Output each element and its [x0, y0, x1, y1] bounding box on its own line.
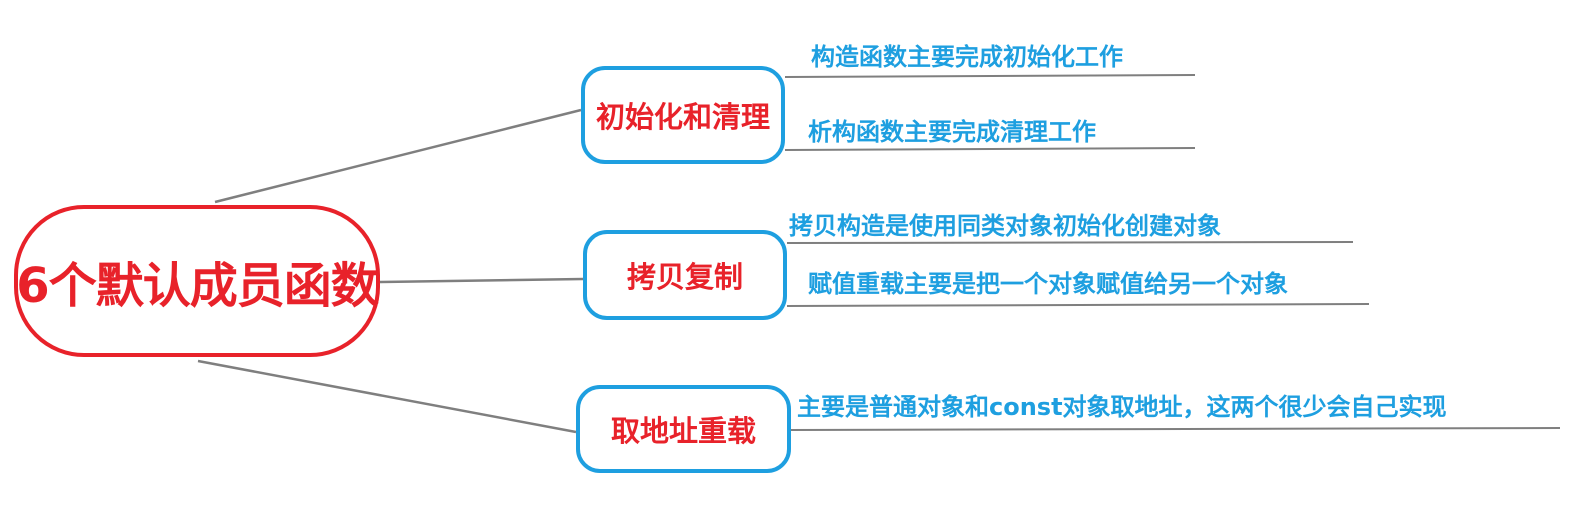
leaf-underline-2-2	[786, 303, 1370, 307]
leaf-address-overload: 主要是普通对象和const对象取地址，这两个很少会自己实现	[797, 393, 1447, 421]
branch-node-init-cleanup: 初始化和清理	[581, 66, 785, 164]
leaf-constructor: 构造函数主要完成初始化工作	[811, 43, 1123, 71]
leaf-underline-1-1	[784, 74, 1196, 78]
connector-root-branch-1	[214, 108, 582, 204]
leaf-destructor: 析构函数主要完成清理工作	[808, 118, 1096, 146]
leaf-underline-1-2	[784, 147, 1196, 151]
root-node: 6个默认成员函数	[14, 205, 380, 357]
leaf-underline-3-1	[790, 427, 1561, 431]
connector-root-branch-3	[197, 359, 577, 434]
leaf-copy-constructor: 拷贝构造是使用同类对象初始化创建对象	[789, 212, 1221, 240]
leaf-underline-2-1	[786, 241, 1354, 244]
connector-root-branch-2	[379, 277, 584, 284]
branch-label: 取地址重载	[610, 414, 756, 448]
branch-node-address-overload: 取地址重载	[576, 385, 791, 473]
branch-label: 拷贝复制	[626, 260, 743, 294]
branch-node-copy: 拷贝复制	[583, 230, 787, 320]
leaf-assignment-overload: 赋值重载主要是把一个对象赋值给另一个对象	[808, 270, 1288, 298]
root-label: 6个默认成员函数	[16, 258, 378, 314]
branch-label: 初始化和清理	[595, 100, 770, 134]
